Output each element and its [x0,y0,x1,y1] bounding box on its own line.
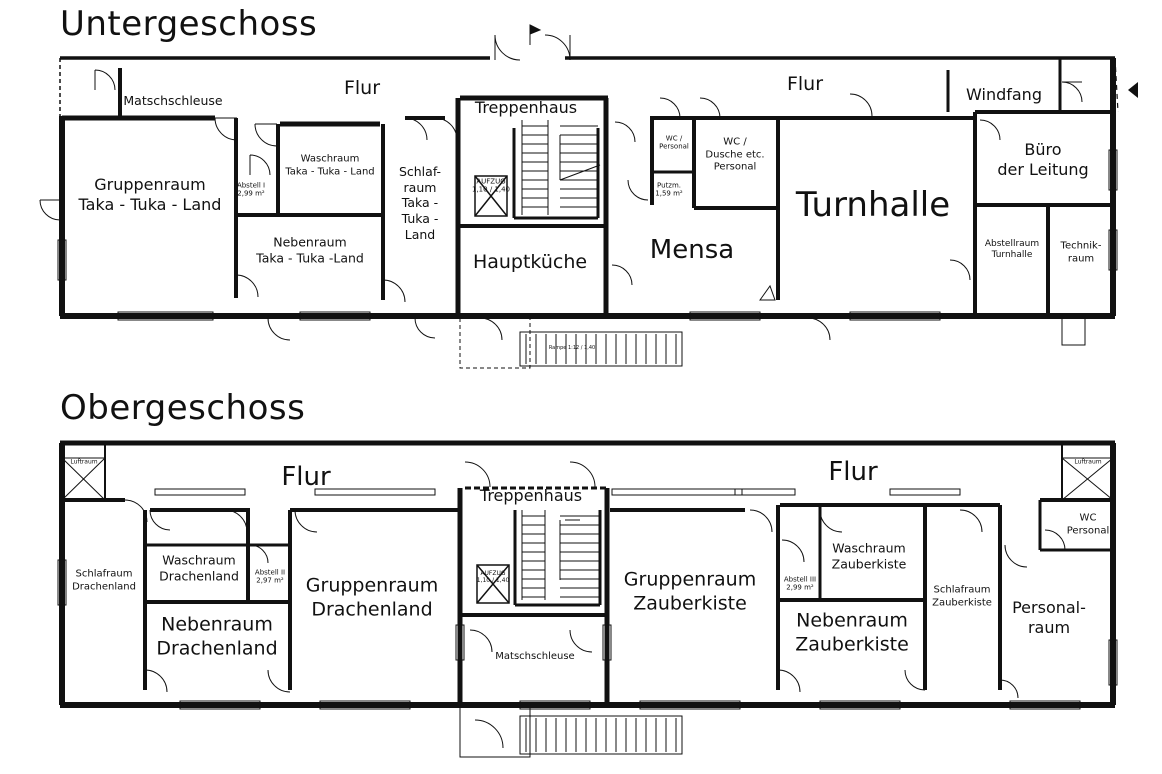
ug-room-flur-left: Flur [343,77,381,100]
ug-room-turnhalle: Turnhalle [795,184,951,225]
og-room-gruppenraum-dl: Gruppenraum Drachenland [305,574,439,620]
og-room-wc-personal: WC Personal [1066,512,1110,537]
og-room-nebenraum-zk: Nebenraum Zauberkiste [795,609,909,655]
og-doors [124,461,1066,749]
og-room-schlafraum-zk: Schlafraum Zauberkiste [932,584,992,609]
ug-floor-title: Untergeschoss [60,4,318,44]
ug-room-hauptkueche: Hauptküche [472,251,588,274]
og-external-stair [459,704,683,758]
og-stairs [521,510,600,600]
ug-windows [57,149,1118,321]
ug-doors [39,24,1086,346]
ug-walls [59,56,1116,319]
og-room-matschschleuse: Matschschleuse [495,650,575,662]
og-room-abstell-iii: Abstell III 2,99 m² [783,575,817,592]
og-aufzug-label: AUFZUG 1,10 / 1,40 [476,569,510,584]
ug-aufzug-label: AUFZUG 1,10 / 1,40 [472,177,510,194]
ug-room-wc-personal: WC / Personal [659,134,689,151]
ug-room-windfang: Windfang [966,85,1042,104]
og-walls [59,440,1116,708]
ug-room-buero: Büro der Leitung [997,140,1089,179]
ug-room-putzmittel: Putzm. 1,59 m² [655,181,683,198]
ug-elevator [474,175,508,217]
og-elevator [476,564,510,604]
og-room-abstell-ii: Abstell II 2,97 m² [254,568,286,585]
ug-room-gruppenraum: Gruppenraum Taka - Tuka - Land [78,175,222,214]
og-room-flur-right: Flur [828,456,878,487]
og-luftraum-right: Luftraum [1074,458,1102,466]
og-windows [57,488,1118,710]
og-room-nebenraum-dl: Nebenraum Drachenland [156,613,278,659]
ug-entrance-arrow [1128,82,1138,98]
og-room-gruppenraum-zk: Gruppenraum Zauberkiste [623,568,757,614]
ug-stairs [521,120,601,215]
og-room-personalraum: Personal- raum [1012,598,1086,637]
ug-room-wc-dusche: WC / Dusche etc. Personal [705,136,765,173]
ug-room-mensa: Mensa [649,234,735,265]
ug-room-matschschleuse: Matschschleuse [123,93,223,109]
og-room-waschraum-zk: Waschraum Zauberkiste [831,540,907,571]
ug-room-abstellraum-turnhalle: Abstellraum Turnhalle [984,239,1040,260]
ug-room-abstell: Abstell I 2,99 m² [236,181,266,198]
og-luftraum-left: Luftraum [70,458,98,466]
ug-room-nebenraum: Nebenraum Taka - Tuka -Land [256,234,364,265]
ug-room-treppenhaus: Treppenhaus [474,98,578,117]
ug-room-technikraum: Technik- raum [1060,240,1102,265]
ug-corridor-outline [1114,57,1119,113]
og-floor-title: Obergeschoss [60,388,306,428]
ug-room-schlafraum: Schlaf- raum Taka - Tuka - Land [398,163,442,242]
og-room-treppenhaus: Treppenhaus [479,486,583,505]
ug-room-waschraum: Waschraum Taka - Tuka - Land [285,153,375,178]
og-room-flur-left: Flur [281,461,331,492]
og-room-schlafraum-dl: Schlafraum Drachenland [72,568,136,593]
ug-ramp-label: Rampe 1:12 / 1,40 [548,345,596,351]
og-room-waschraum-dl: Waschraum Drachenland [159,552,239,583]
ug-room-flur-right: Flur [786,73,824,96]
ug-ramp [459,284,776,369]
